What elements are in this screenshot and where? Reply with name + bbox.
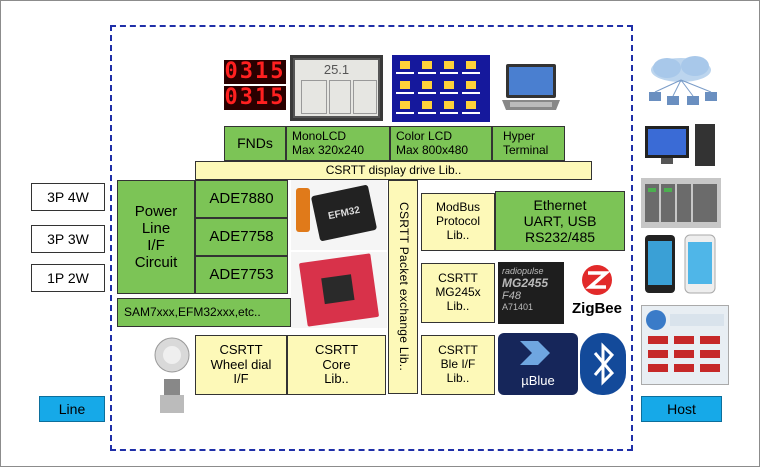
board-image (291, 252, 387, 328)
radiopulse-pkg: F48 (502, 290, 521, 302)
fnds-box: FNDs (224, 126, 286, 161)
zigbee-logo: ZigBee (566, 262, 628, 324)
ethernet-line-2: UART, USB (523, 212, 597, 229)
laptop-image (500, 60, 562, 120)
power-line-circuit: Power Line I/F Circuit (117, 180, 195, 294)
radiopulse-chip-image: radiopulse MG2455 F48 A71401 (498, 262, 564, 324)
hyper-subtitle: Terminal (503, 142, 549, 157)
wheel-line-2: Wheel dial (210, 356, 272, 372)
colorlcd-size: Max 800x480 (396, 142, 469, 157)
monolcd-size: Max 320x240 (292, 142, 365, 157)
display-drive-lib: CSRTT display drive Lib.. (195, 161, 592, 180)
wheel-dial-image (150, 335, 194, 419)
color-lcd-image (392, 55, 490, 122)
radiopulse-code: A71401 (502, 302, 534, 312)
core-line-1: CSRTT (314, 341, 359, 357)
hyper-title: Hyper (503, 128, 536, 143)
power-line-1: Power (134, 202, 178, 220)
colorlcd-title: Color LCD (396, 128, 453, 143)
efm32-chip-image: EFM32 (291, 180, 387, 250)
ublue-chip-image: µBlue (498, 333, 578, 395)
radiopulse-brand: radiopulse (502, 266, 544, 276)
ade7880-box: ADE7880 (195, 180, 288, 218)
core-lib-box: CSRTT Core Lib.. (287, 335, 386, 395)
radiopulse-model: MG2455 (502, 276, 549, 290)
input-3p4w: 3P 4W (31, 183, 105, 211)
ublue-text: µBlue (521, 373, 555, 388)
mg245x-line-1: CSRTT (438, 271, 478, 286)
ble-lib-box: CSRTT Ble I/F Lib.. (421, 335, 495, 395)
modbus-lib-box: ModBus Protocol Lib.. (421, 193, 495, 251)
monolcd-title: MonoLCD (292, 128, 347, 143)
ethernet-line-3: RS232/485 (524, 229, 596, 246)
power-line-4: Circuit (134, 254, 178, 272)
mg245x-line-2: MG245x (435, 285, 481, 300)
ble-line-3: Lib.. (446, 370, 470, 385)
mono-lcd-image: 25.1 (290, 55, 383, 121)
input-1p2w: 1P 2W (31, 264, 105, 292)
bluetooth-logo (580, 333, 626, 395)
ethernet-line-1: Ethernet (533, 196, 587, 213)
host-label: Host (641, 396, 722, 422)
wheel-line-1: CSRTT (219, 341, 263, 357)
smartphone-image (641, 233, 721, 295)
packet-exchange-label: CSRTT Packet exchange Lib.. (396, 202, 411, 372)
desktop-pc-image (641, 120, 721, 170)
wheel-line-3: I/F (233, 371, 249, 387)
plc-image (641, 178, 721, 228)
modbus-line-2: Protocol (435, 214, 481, 229)
ble-line-2: Ble I/F (440, 357, 476, 372)
power-line-3: I/F (147, 237, 165, 254)
mg245x-lib-box: CSRTT MG245x Lib.. (421, 263, 495, 323)
packet-exchange-lib: CSRTT Packet exchange Lib.. (388, 180, 418, 394)
wheel-dial-box: CSRTT Wheel dial I/F (195, 335, 287, 395)
fnd-display-image: 0315 0315 (224, 58, 286, 116)
power-line-2: Line (141, 219, 171, 237)
colorlcd-box: Color LCD Max 800x480 (390, 126, 492, 161)
ade7758-box: ADE7758 (195, 218, 288, 256)
ade7753-box: ADE7753 (195, 256, 288, 294)
fnd-digits-top: 0315 (224, 59, 286, 84)
modbus-line-1: ModBus (435, 200, 481, 215)
fnd-digits-bottom: 0315 (224, 85, 286, 110)
core-line-2: Core (322, 356, 351, 372)
bluetooth-icon (593, 342, 615, 386)
core-line-3: Lib.. (324, 371, 349, 387)
hyper-terminal-box: Hyper Terminal (492, 126, 565, 161)
ble-line-1: CSRTT (438, 343, 478, 358)
host-panel-image (641, 305, 729, 385)
cloud-network-image (643, 52, 723, 114)
efm32-label: EFM32 (310, 184, 378, 242)
mcu-box: SAM7xxx,EFM32xxx,etc.. (117, 298, 291, 327)
line-label: Line (39, 396, 105, 422)
monolcd-box: MonoLCD Max 320x240 (286, 126, 390, 161)
mono-lcd-value: 25.1 (323, 62, 350, 77)
ethernet-box: Ethernet UART, USB RS232/485 (495, 191, 625, 251)
mg245x-line-3: Lib.. (446, 298, 470, 313)
zigbee-text: ZigBee (571, 300, 622, 317)
input-3p3w: 3P 3W (31, 225, 105, 253)
color-lcd-icons (396, 61, 480, 114)
system-boundary (110, 25, 633, 451)
modbus-line-3: Lib.. (446, 227, 470, 242)
